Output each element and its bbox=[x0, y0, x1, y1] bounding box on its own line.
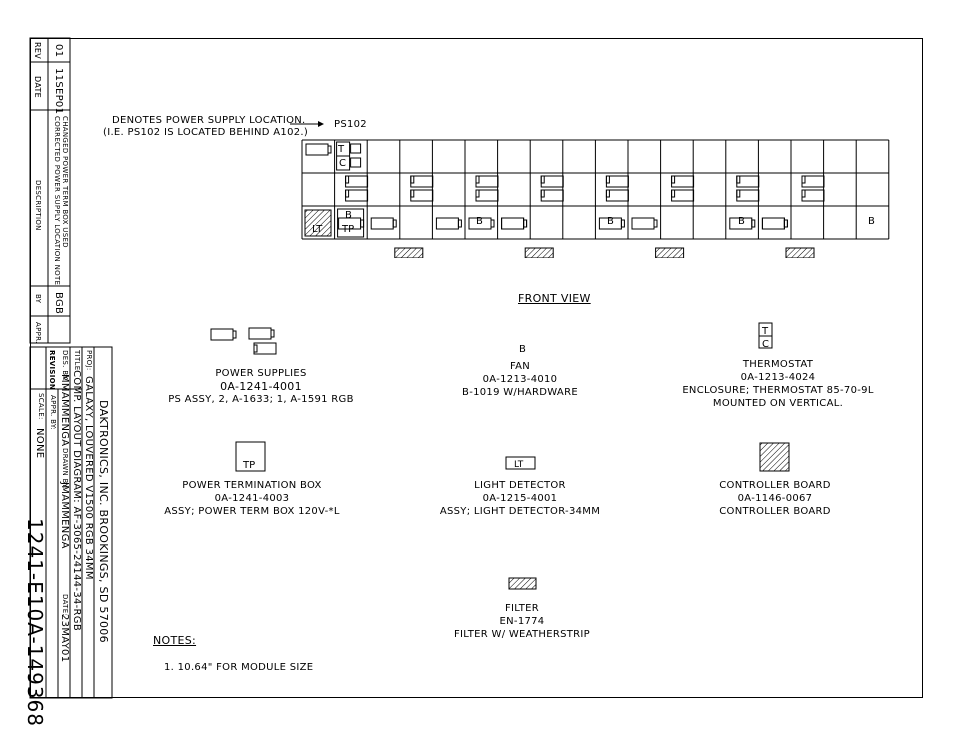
controller-board-icon bbox=[759, 442, 790, 472]
controller-board-icon bbox=[785, 247, 815, 258]
legend-line-1: DENOTES POWER SUPPLY LOCATION. bbox=[112, 115, 306, 126]
legend-arrow-icon bbox=[290, 121, 324, 127]
thermostat-icon: T C bbox=[758, 322, 773, 350]
front-view-title: FRONT VIEW bbox=[518, 292, 591, 305]
grid-b-label-2: B bbox=[607, 216, 614, 227]
filter-icon bbox=[508, 577, 537, 590]
light-detector-icon: LT bbox=[505, 456, 536, 470]
power-supply-tab-icon bbox=[671, 189, 676, 198]
power-supply-tab-icon bbox=[653, 219, 658, 228]
component-grid: LT B TP T C B B B B bbox=[301, 139, 890, 258]
controller-board-icon bbox=[655, 247, 685, 258]
grid-b-label-3: B bbox=[738, 216, 745, 227]
power-supply-tab-icon bbox=[475, 189, 480, 198]
grid-t-label: T bbox=[337, 144, 345, 155]
power-supplies-label: POWER SUPPLIES 0A-1241-4001 PS ASSY, 2, … bbox=[168, 368, 354, 405]
note-item-1: 1. 10.64" FOR MODULE SIZE bbox=[164, 662, 314, 673]
grid-c-label: C bbox=[339, 158, 346, 169]
power-term-symbol: TP bbox=[242, 460, 255, 471]
grid-labels: LT B TP T C B B B B bbox=[312, 144, 875, 235]
thermostat-t: T bbox=[761, 326, 769, 337]
legend-ps-ref: PS102 bbox=[334, 119, 367, 130]
power-term-label: POWER TERMINATION BOX 0A-1241-4003 ASSY;… bbox=[164, 480, 340, 517]
power-supply-tab-icon bbox=[801, 189, 806, 198]
power-supply-tab-icon bbox=[345, 189, 350, 198]
grid-lt-label: LT bbox=[312, 224, 323, 235]
filter-label: FILTER EN-1774 FILTER W/ WEATHERSTRIP bbox=[453, 603, 591, 640]
grid-lines bbox=[301, 139, 890, 240]
power-supply-tab-icon bbox=[540, 175, 545, 184]
light-detector-symbol: LT bbox=[514, 460, 524, 470]
fan-icon: B bbox=[519, 344, 526, 355]
light-detector-label: LIGHT DETECTOR 0A-1215-4001 ASSY; LIGHT … bbox=[439, 480, 601, 517]
power-supply-tab-icon bbox=[736, 189, 741, 198]
power-supply-tab-icon bbox=[736, 175, 741, 184]
power-supply-tab-icon bbox=[540, 189, 545, 198]
power-supply-icon bbox=[210, 327, 277, 355]
power-supply-tab-icon bbox=[751, 219, 756, 228]
grid-tp-label: TP bbox=[341, 224, 354, 235]
power-supply-tab-icon bbox=[475, 175, 480, 184]
power-supply-icon bbox=[350, 143, 362, 154]
power-supply-tab-icon bbox=[410, 175, 415, 184]
power-supply-tab-icon bbox=[327, 145, 332, 154]
thermostat-c: C bbox=[762, 339, 769, 350]
light-detector-icon bbox=[304, 209, 332, 237]
grid-b-label-1: B bbox=[476, 216, 483, 227]
power-supply-tab-icon bbox=[490, 219, 495, 228]
controller-board-label: CONTROLLER BOARD 0A-1146-0067 CONTROLLER… bbox=[719, 480, 831, 517]
power-term-box-icon bbox=[337, 208, 365, 238]
grid-symbols bbox=[304, 141, 825, 258]
controller-board-icon bbox=[394, 247, 424, 258]
fan-label: FAN 0A-1213-4010 B-1019 W/HARDWARE bbox=[462, 361, 578, 398]
notes-heading: NOTES: bbox=[153, 634, 197, 647]
power-supply-tab-icon bbox=[523, 219, 528, 228]
power-supply-tab-icon bbox=[671, 175, 676, 184]
power-supply-tab-icon bbox=[345, 175, 350, 184]
legend-line-2: (I.E. PS102 IS LOCATED BEHIND A102.) bbox=[103, 127, 309, 138]
power-supply-tab-icon bbox=[392, 219, 397, 228]
controller-board-icon bbox=[524, 247, 554, 258]
grid-b-label-4: B bbox=[868, 216, 875, 227]
power-supply-icon bbox=[350, 157, 362, 168]
grid-b-label-tp: B bbox=[345, 210, 352, 221]
power-supply-tab-icon bbox=[801, 175, 806, 184]
power-supply-tab-icon bbox=[620, 219, 625, 228]
power-term-box-icon: TP bbox=[235, 441, 266, 472]
power-supply-tab-icon bbox=[410, 189, 415, 198]
power-supply-tab-icon bbox=[783, 219, 788, 228]
thermostat-label: THERMOSTAT 0A-1213-4024 ENCLOSURE; THERM… bbox=[682, 359, 874, 409]
power-supply-tab-icon bbox=[457, 219, 462, 228]
power-supply-tab-icon bbox=[605, 175, 610, 184]
power-supply-tab-icon bbox=[605, 189, 610, 198]
